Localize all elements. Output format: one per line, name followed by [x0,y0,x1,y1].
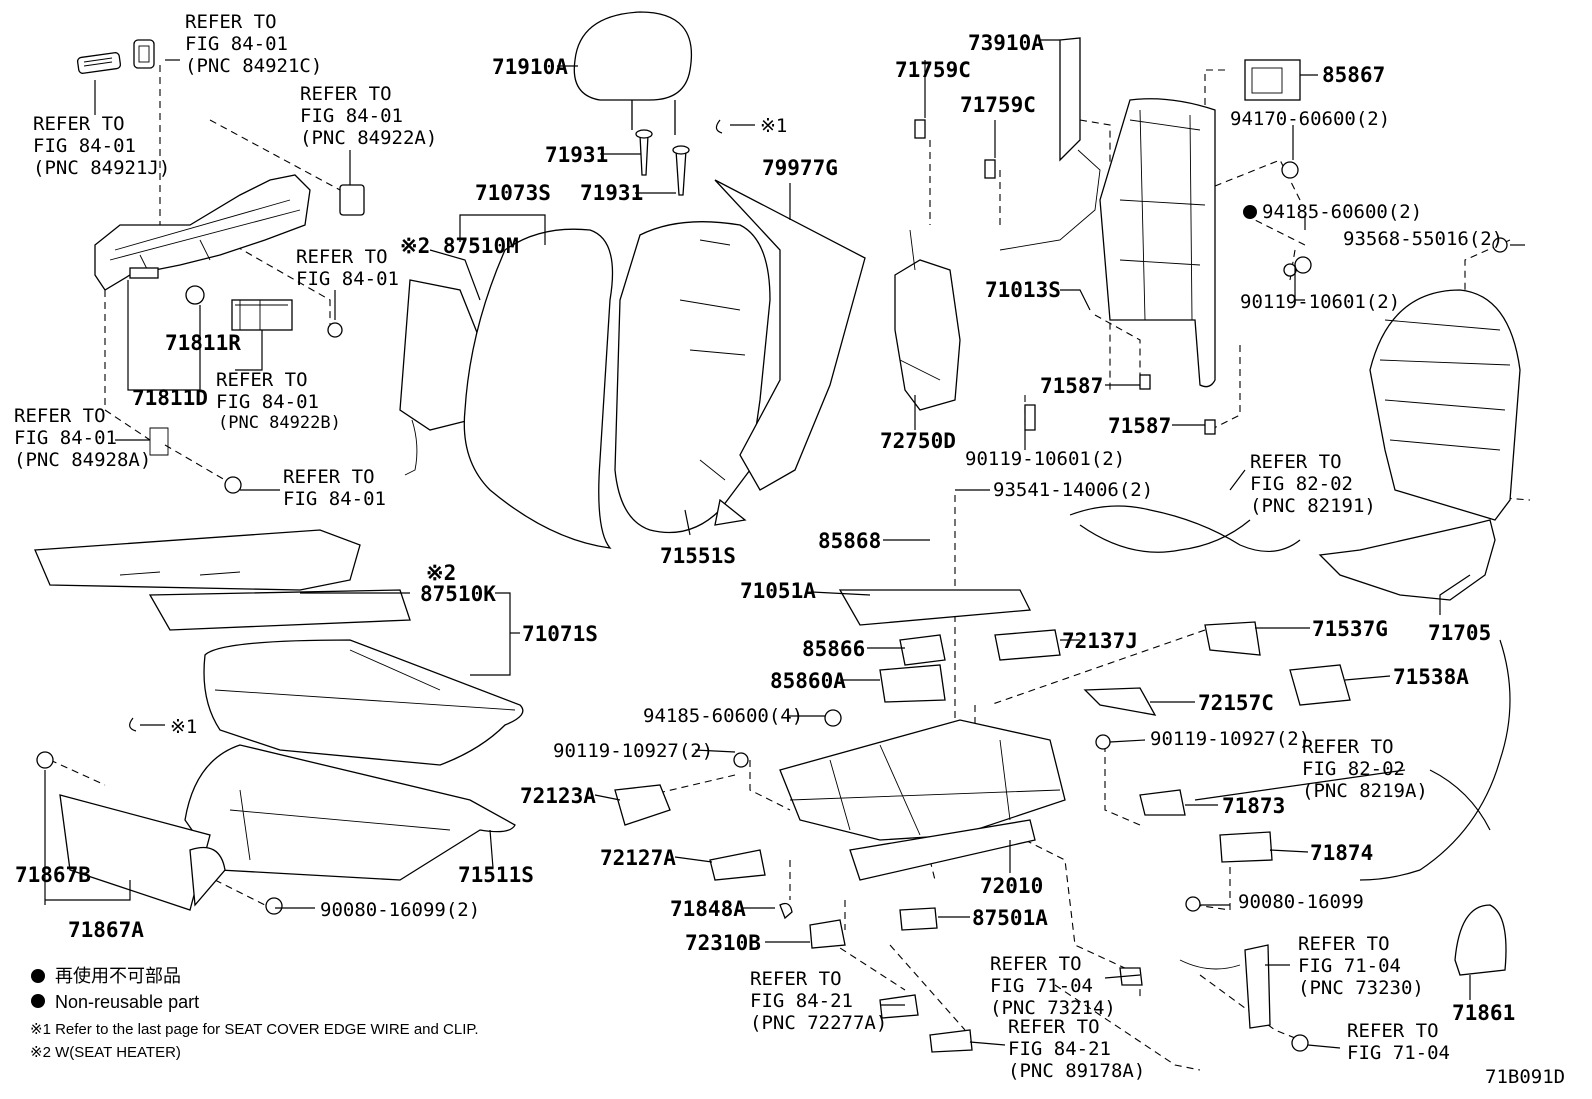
part-label-94185-60600-2: 94185-60600(2) [1262,201,1422,223]
part-label-87510M: ※2 87510M [400,234,519,258]
part-label-71511S: 71511S [458,863,534,887]
seat-cushion-drawing [184,639,524,881]
switch-knob-drawing [76,39,155,74]
part-label-90119-10927-left: 90119-10927(2) [553,740,713,762]
edge-wire-mark-upper: ※1 [760,115,787,137]
part-label-73910A: 73910A [968,31,1044,55]
part-label-71861: 71861 [1452,1001,1515,1025]
part-label-71867B: 71867B [15,863,91,887]
part-label-90119-10927-right: 90119-10927(2) [1150,728,1310,750]
legend-japanese: 再使用不可部品 [55,966,181,986]
part-label-93568-55016: 93568-55016(2) [1343,228,1503,250]
non-reusable-dot-icon [1243,205,1257,219]
part-label-71013S: 71013S [985,278,1061,302]
part-label-71071S: 71071S [522,622,598,646]
edge-wire-clip-icons [129,119,723,732]
legend-dot-icon-en [31,994,45,1008]
part-label-71073S: 71073S [475,181,551,205]
part-label-71551S: 71551S [660,544,736,568]
callout-84-01-upper: REFER TO FIG 84-01 [296,246,399,290]
part-label-85860A: 85860A [770,669,846,693]
wire-harness-drawings [1069,505,1511,881]
callout-84921J: REFER TO FIG 84-01 (PNC 84921J) [33,113,170,179]
part-label-72127A: 72127A [600,846,676,870]
part-label-71873: 71873 [1222,794,1285,818]
part-label-72123A: 72123A [520,784,596,808]
callout-84922A: REFER TO FIG 84-01 (PNC 84922A) [300,83,437,149]
legend-note-1: ※1 Refer to the last page for SEAT COVER… [30,1021,479,1038]
part-label-94170-60600: 94170-60600(2) [1230,108,1390,130]
part-label-71874: 71874 [1310,841,1373,865]
part-label-71931-lower: 71931 [580,181,643,205]
part-label-94185-60600-4: 94185-60600(4) [643,705,803,727]
part-label-71759C-b: 71759C [960,93,1036,117]
callout-73214: REFER TO FIG 71-04 (PNC 73214) [990,953,1116,1019]
part-label-71811D: 71811D [132,386,208,410]
callout-73230: REFER TO FIG 71-04 (PNC 73230) [1298,933,1424,999]
part-label-87510K: 87510K [420,582,496,606]
part-label-85867: 85867 [1322,63,1385,87]
leader-lines [44,39,1525,1049]
callout-84922B: REFER TO FIG 84-01 (PNC 84922B) [216,369,341,433]
part-label-90080-16099-2: 90080-16099(2) [320,899,480,921]
part-label-72310B: 72310B [685,931,761,955]
legend: 再使用不可部品 Non-reusable part ※1 Refer to th… [30,966,479,1061]
part-labels: 71910A 71931 71931 71073S ※2 87510M 7997… [15,31,1515,1025]
part-label-85866: 85866 [802,637,865,661]
callout-84-01-lower: REFER TO FIG 84-01 [283,466,386,510]
part-label-90080-16099-right: 90080-16099 [1238,891,1364,913]
seat-frame-drawing [614,237,1508,1053]
part-label-72157C: 72157C [1198,691,1274,715]
callout-72277A: REFER TO FIG 84-21 (PNC 72277A) [750,968,887,1034]
headrest-drawing [573,11,692,196]
part-label-87510K-mark: ※2 [426,561,456,585]
part-label-79977G: 79977G [762,156,838,180]
legend-dot-icon-jp [31,969,45,983]
part-label-71051A: 71051A [740,579,816,603]
part-label-71587-a: 71587 [1040,374,1103,398]
refer-callouts: REFER TO FIG 84-01 (PNC 84921C) REFER TO… [14,11,1450,1082]
callout-84928A: REFER TO FIG 84-01 (PNC 84928A) [14,405,151,471]
part-label-93541-14006: 93541-14006(2) [993,479,1153,501]
part-label-71811R: 71811R [165,331,241,355]
part-label-72137J: 72137J [1062,629,1138,653]
part-label-71910A: 71910A [492,55,568,79]
part-label-71848A: 71848A [670,897,746,921]
part-label-87501A: 87501A [972,906,1048,930]
callout-71-04-lower: REFER TO FIG 71-04 [1347,1020,1450,1064]
switch-assy-drawings [149,184,365,494]
seatback-cover-drawing [399,179,866,549]
seat-heater-mats [34,529,411,631]
seatback-center-drawings [894,37,1312,435]
part-label-72010: 72010 [980,874,1043,898]
legend-english: Non-reusable part [55,992,199,1012]
callout-82191: REFER TO FIG 82-02 (PNC 82191) [1250,451,1376,517]
back-board-drawing [1318,289,1521,601]
callout-8219A: REFER TO FIG 82-02 (PNC 8219A) [1302,736,1428,802]
figure-id: 71B091D [1485,1066,1565,1088]
part-label-71867A: 71867A [68,918,144,942]
legend-note-2: ※2 W(SEAT HEATER) [30,1044,181,1061]
part-label-71587-b: 71587 [1108,414,1171,438]
callout-89178A: REFER TO FIG 84-21 (PNC 89178A) [1008,1016,1145,1082]
part-label-71537G: 71537G [1312,617,1388,641]
part-label-71931-upper: 71931 [545,143,608,167]
side-shield-drawing [94,174,311,291]
part-label-71759C-a: 71759C [895,58,971,82]
part-label-71705: 71705 [1428,621,1491,645]
part-label-85868: 85868 [818,529,881,553]
part-label-90119-10601-right: 90119-10601(2) [1240,291,1400,313]
part-label-90119-10601-center: 90119-10601(2) [965,448,1125,470]
callout-84921C: REFER TO FIG 84-01 (PNC 84921C) [185,11,322,77]
part-label-72750D: 72750D [880,429,956,453]
part-label-71538A: 71538A [1393,665,1469,689]
edge-wire-mark-lower: ※1 [170,716,197,738]
seat-front-cover-drawing [36,751,283,915]
